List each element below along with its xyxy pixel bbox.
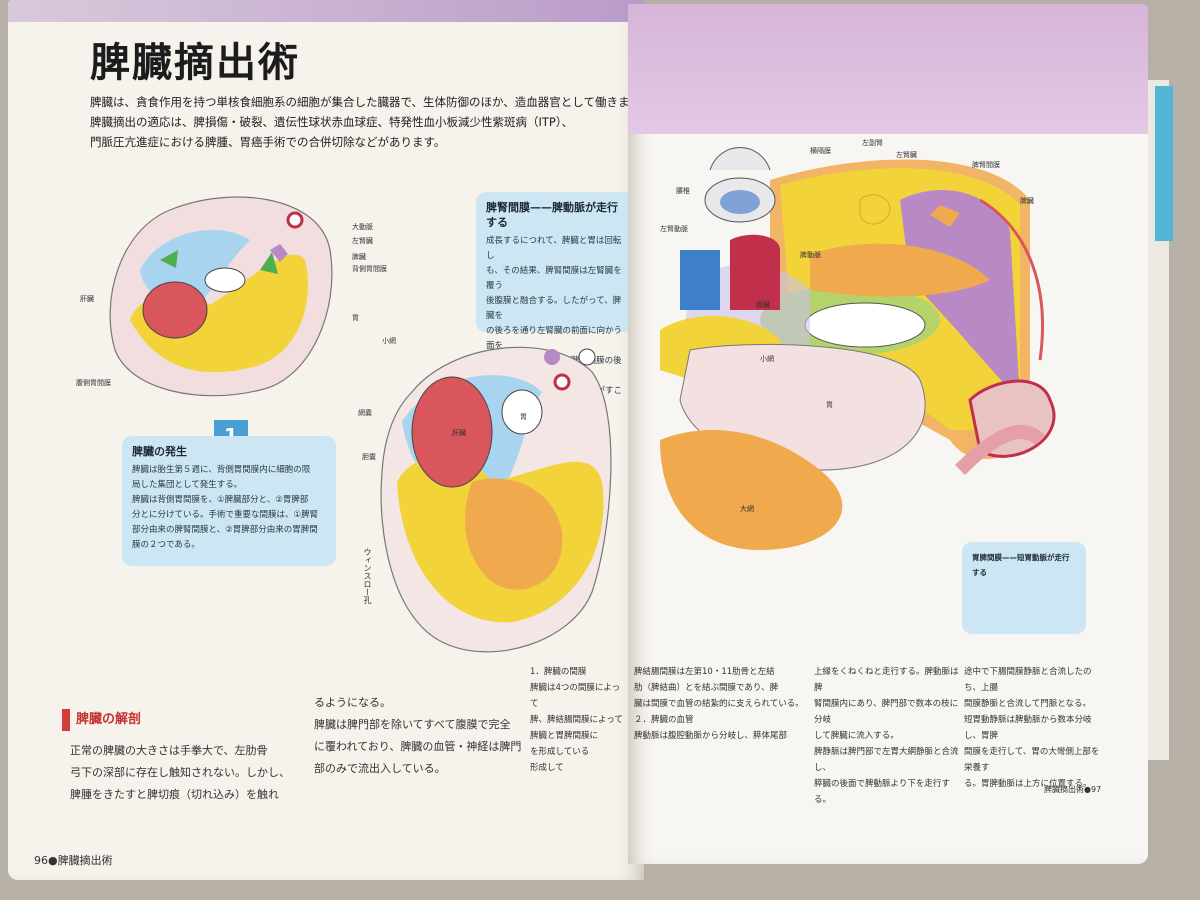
page-title: 脾臓摘出術 [90, 40, 300, 86]
page-footer-right: 脾臓摘出術●97 [1044, 785, 1102, 794]
index-tab [1155, 86, 1173, 241]
label-splenic-artery: 脾動脈 [800, 251, 821, 259]
label-left-kidney: 左腎臓 [352, 237, 373, 245]
body-line: 膵臓の後面で脾動脈より下を走行する。 [814, 779, 950, 805]
section-heading-text: 脾臓の解剖 [76, 712, 142, 727]
box-heading: 胃脾間膜——短胃動脈が走行する [972, 553, 1070, 577]
box-line: 部分由来の脾腎間膜と、②胃脾部分由来の胃脾間 [132, 525, 318, 535]
body-line: 脾静脈は脾門部で左胃大網静脈と合流し、 [814, 747, 959, 773]
label-liver: 肝臓 [80, 295, 94, 303]
label-left-adrenal: 左副腎 [862, 139, 883, 147]
body-line: 脾臓と胃脾間膜に [530, 731, 599, 741]
body-line: る。胃脾動脈は上方に位置する。 [964, 779, 1092, 789]
right-column-1: 1．脾臓の間膜 脾臓は4つの間膜によって 脾、脾結腸間膜によって 脾臓と胃脾間膜… [530, 664, 626, 776]
label-stomach: 胃 [352, 314, 359, 322]
header-band [628, 4, 1148, 134]
label-lesser-omentum: 小網 [382, 337, 396, 345]
body-column-2: るようになる。 脾臓は脾門部を除いてすべて腹膜で完全 に覆われており、脾臓の血管… [314, 692, 524, 780]
box-heading: 脾臓の発生 [132, 445, 187, 458]
box-line: 脾臓は胎生第５週に、背側胃間膜内に細胞の限 [132, 465, 311, 475]
box-line: 成長するにつれて、脾臓と胃は回転し [486, 236, 622, 261]
label-diaphragm: 横隔膜 [810, 147, 831, 155]
body-line: 形成して [530, 763, 564, 773]
spleen-development-box: 脾臓の発生 脾臓は胎生第５週に、背側胃間膜内に細胞の限 局した集団として発生する… [122, 436, 336, 566]
intro-line: 脾臓摘出の適応は、脾損傷・破裂、遺伝性球状赤血球症、特発性血小板減少性紫斑病（I… [90, 115, 574, 129]
body-line: るようになる。 [314, 696, 391, 709]
header-band [8, 0, 644, 22]
splenorenal-ligament-box: 脾腎間膜——脾動脈が走行する 成長するにつれて、脾臓と胃は回転し も、その結果、… [476, 192, 636, 411]
box-line: 後腹膜と融合する。したがって、脾臓を [486, 296, 622, 321]
body-line: 脾臓は脾門部を除いてすべて腹膜で完全 [314, 718, 511, 731]
right-column-4: 途中で下腸間膜静脈と合流したのち、上腸 間膜静脈と合流して門脈となる。 短胃動静… [964, 664, 1104, 792]
intro-text: 脾臓は、貪食作用を持つ単核食細胞系の細胞が集合した臓器で、生体防御のほか、造血器… [90, 92, 652, 152]
body-line: 上縁をくねくねと走行する。脾動脈は脾 [814, 667, 959, 693]
label-gallbladder: 胆嚢 [362, 453, 376, 461]
page-footer-left: 96●脾臓摘出術 [34, 854, 113, 867]
right-column-2: 脾結腸間膜は左第10・11肋骨と左結 肋（脾結曲）とを結ぶ間膜であり、脾 臓は間… [634, 664, 814, 744]
body-line: を形成している [530, 747, 590, 757]
body-line: 短胃動静脈は脾動脈から数本分岐し、胃脾 [964, 715, 1092, 741]
body-line: ２．脾臓の血管 [634, 715, 694, 725]
body-column-1: 正常の脾臓の大きさは手拳大で、左肋骨 弓下の深部に存在し触知されない。しかし、 … [70, 740, 300, 806]
anatomy-figure [660, 147, 1056, 550]
box-line: 分とに分けている。手術で重要な間膜は、①脾腎 [132, 510, 319, 520]
label-pancreas: 膵臓 [756, 301, 770, 309]
box-line: 膜の２つである。 [132, 540, 200, 550]
cross-section-figure-2 [380, 346, 612, 653]
box-line: 局した集団として発生する。 [132, 480, 243, 490]
body-line: 脾臓は4つの間膜によって [530, 683, 621, 709]
body-line: 脾腫をきたすと脾切痕（切れ込み）を触れ [70, 788, 279, 801]
body-line: 1．脾臓の間膜 [530, 667, 587, 677]
body-line: して脾臓に流入する。 [814, 731, 899, 741]
body-line: 脾、脾結腸間膜によって [530, 715, 623, 725]
body-line: 肋（脾結曲）とを結ぶ間膜であり、脾 [634, 683, 779, 693]
label-winslow-foramen: ウィンスロー孔 [363, 548, 372, 604]
box-line: の後ろを通り左腎臓の前面に向かう面を [486, 326, 623, 351]
box-line: も、その結果、脾腎間膜は左腎臓を覆う [486, 266, 622, 291]
cross-section-figure-1 [109, 196, 333, 397]
label-aorta: 大動脈 [352, 223, 373, 231]
label-ventral-mesogastrium: 腹側胃間膜 [76, 379, 111, 387]
body-line: 脾動脈は腹腔動脈から分岐し、膵体尾部 [634, 731, 788, 741]
body-line: に覆われており、脾臓の血管・神経は脾門 [314, 740, 522, 753]
label-omental-bursa: 網嚢 [358, 409, 372, 417]
label-lesser-omentum-r: 小網 [760, 355, 774, 363]
intro-line: 門脈圧亢進症における脾腫、胃癌手術での合併切除などがあります。 [90, 135, 446, 149]
label-liver-2: 肝臓 [452, 429, 466, 437]
body-line: 臓は間膜で血管の結紮的に支えられている。 [634, 699, 804, 709]
label-spleen: 脾臓 [352, 253, 366, 261]
body-line: 間膜を走行して、胃の大彎側上部を栄養す [964, 747, 1100, 773]
gastrosplenic-ligament-box: 胃脾間膜——短胃動脈が走行する [962, 542, 1086, 634]
body-line: 腎間膜内にあり、脾門部で数本の枝に分岐 [814, 699, 959, 725]
body-line: 部のみで流出入している。 [314, 762, 446, 775]
label-spleen-r: 脾臓 [1020, 197, 1034, 205]
label-greater-omentum: 大網 [740, 505, 754, 513]
label-left-renal-artery: 左腎動脈 [660, 225, 688, 233]
intro-line: 脾臓は、貪食作用を持つ単核食細胞系の細胞が集合した臓器で、生体防御のほか、造血器… [90, 95, 652, 109]
label-vertebra: 腰椎 [676, 187, 690, 195]
body-line: 正常の脾臓の大きさは手拳大で、左肋骨 [70, 744, 268, 757]
box-heading: 脾腎間膜——脾動脈が走行する [486, 201, 618, 229]
body-line: 脾結腸間膜は左第10・11肋骨と左結 [634, 667, 775, 677]
label-left-kidney-r: 左腎臓 [896, 151, 917, 159]
body-line: 途中で下腸間膜静脈と合流したのち、上腸 [964, 667, 1092, 693]
label-stomach-2: 胃 [520, 413, 527, 421]
label-dorsal-mesogastrium: 背側胃間膜 [352, 265, 387, 273]
body-line: 間膜静脈と合流して門脈となる。 [964, 699, 1091, 709]
body-line: 弓下の深部に存在し触知されない。しかし、 [70, 766, 290, 779]
label-stomach-r: 胃 [826, 401, 833, 409]
box-line: 脾臓は背側胃間膜を、①脾臓部分と、②胃脾部 [132, 495, 309, 505]
right-column-3: 上縁をくねくねと走行する。脾動脈は脾 腎間膜内にあり、脾門部で数本の枝に分岐 し… [814, 664, 964, 808]
section-marker [62, 708, 70, 731]
label-splenorenal-ligament: 脾腎間膜 [972, 161, 1000, 169]
section-heading: 脾臓の解剖 [62, 708, 141, 731]
